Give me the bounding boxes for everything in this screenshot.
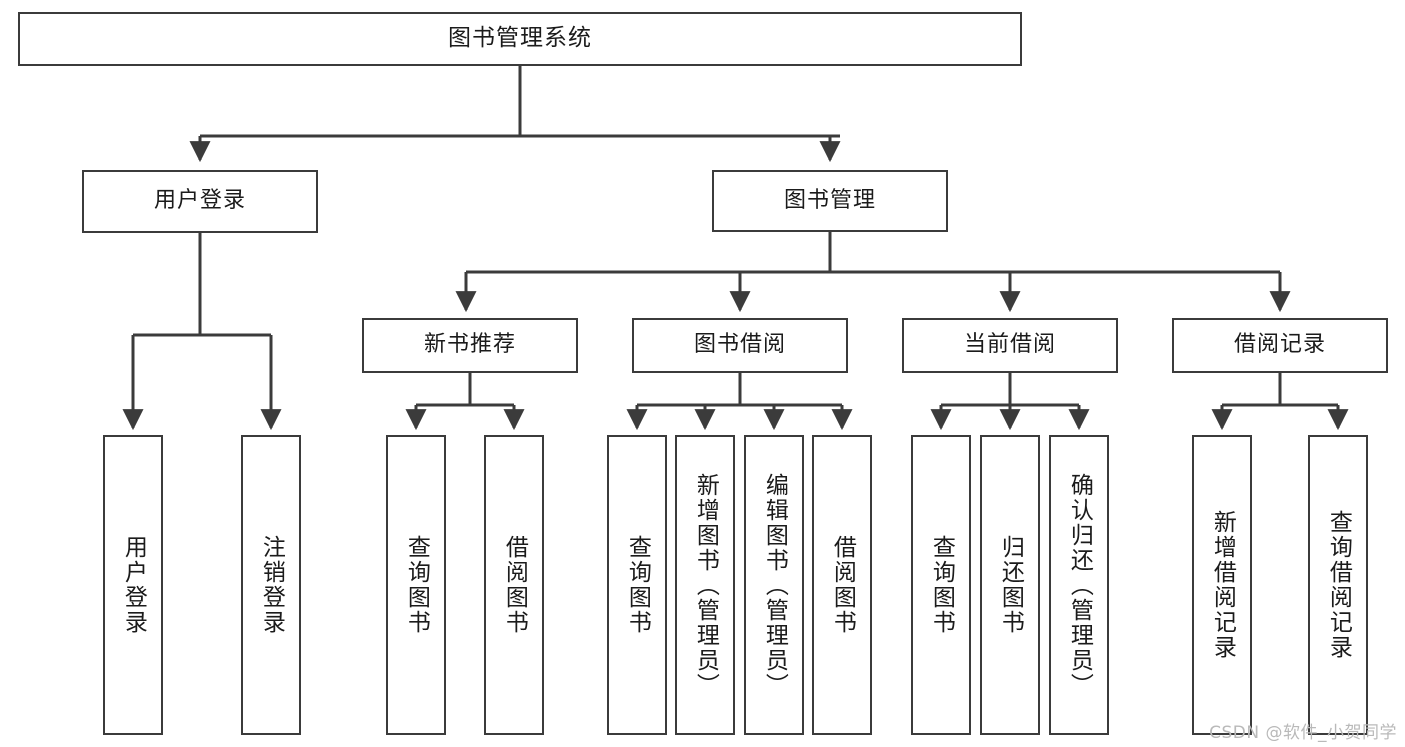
node-root[interactable]: 图书管理系统 [18,12,1022,66]
leaf-book-borrow-query[interactable]: 查询图书 [607,435,667,735]
leaf-label: 编辑图书（管理员） [761,472,788,698]
node-new-book-recommend-label: 新书推荐 [423,332,516,358]
node-book-borrow-label: 图书借阅 [693,332,786,358]
node-root-label: 图书管理系统 [448,25,592,52]
leaf-label: 查询图书 [403,535,430,635]
leaf-current-borrow-query[interactable]: 查询图书 [911,435,971,735]
leaf-label: 归还图书 [997,535,1024,635]
leaf-book-borrow-edit[interactable]: 编辑图书（管理员） [744,435,804,735]
leaf-label: 新增借阅记录 [1209,510,1236,660]
leaf-user-login-login[interactable]: 用户登录 [103,435,163,735]
leaf-label: 用户登录 [120,535,147,635]
leaf-borrow-record-query[interactable]: 查询借阅记录 [1308,435,1368,735]
leaf-label: 新增图书（管理员） [692,472,719,698]
leaf-label: 查询借阅记录 [1325,510,1352,660]
node-book-borrow[interactable]: 图书借阅 [632,318,848,373]
node-borrow-record-label: 借阅记录 [1233,332,1326,358]
node-borrow-record[interactable]: 借阅记录 [1172,318,1388,373]
leaf-user-login-logout[interactable]: 注销登录 [241,435,301,735]
node-current-borrow[interactable]: 当前借阅 [902,318,1118,373]
leaf-label: 查询图书 [928,535,955,635]
node-user-login-label: 用户登录 [153,188,246,214]
leaf-label: 确认归还（管理员） [1066,472,1093,698]
leaf-label: 借阅图书 [829,535,856,635]
leaf-book-borrow-add[interactable]: 新增图书（管理员） [675,435,735,735]
leaf-current-borrow-confirm-return[interactable]: 确认归还（管理员） [1049,435,1109,735]
node-user-login[interactable]: 用户登录 [82,170,318,233]
leaf-label: 查询图书 [624,535,651,635]
leaf-label: 注销登录 [258,535,285,635]
node-book-management-label: 图书管理 [783,187,876,213]
leaf-current-borrow-return[interactable]: 归还图书 [980,435,1040,735]
node-new-book-recommend[interactable]: 新书推荐 [362,318,578,373]
leaf-book-borrow-borrow[interactable]: 借阅图书 [812,435,872,735]
leaf-new-book-borrow[interactable]: 借阅图书 [484,435,544,735]
leaf-new-book-query[interactable]: 查询图书 [386,435,446,735]
leaf-borrow-record-add[interactable]: 新增借阅记录 [1192,435,1252,735]
node-current-borrow-label: 当前借阅 [963,332,1056,358]
csdn-watermark: CSDN @软件_小贺同学 [1209,723,1397,743]
leaf-label: 借阅图书 [501,535,528,635]
node-book-management[interactable]: 图书管理 [712,170,948,232]
